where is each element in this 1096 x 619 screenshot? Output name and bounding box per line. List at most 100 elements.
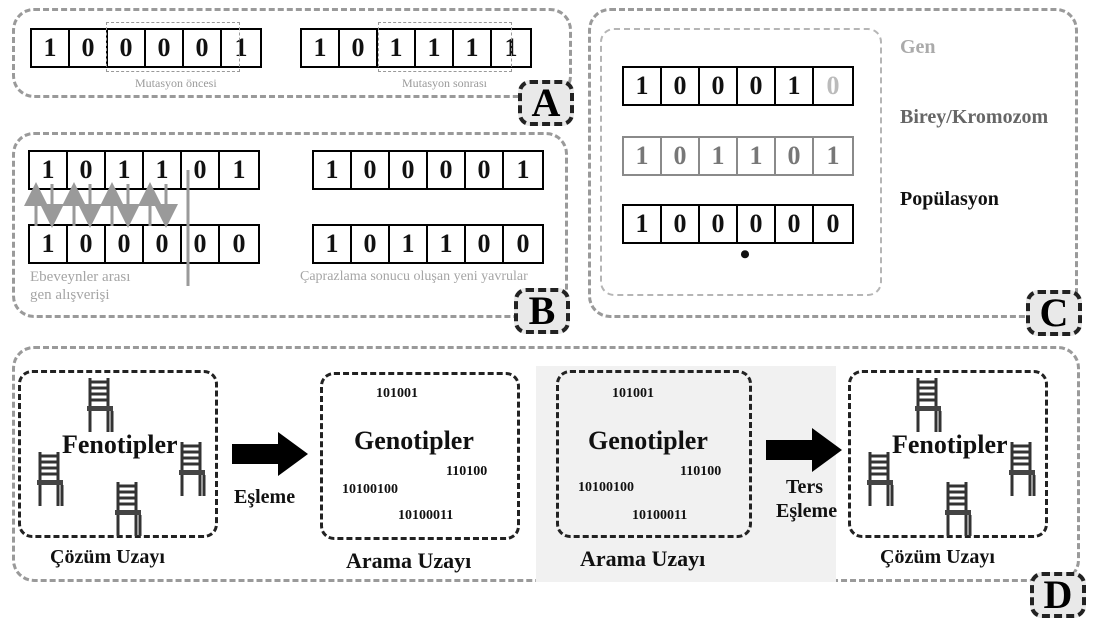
chair-icon bbox=[915, 378, 942, 432]
gene-cell: 0 bbox=[108, 30, 146, 66]
gene-cell: 0 bbox=[738, 68, 776, 104]
gene-cell: 0 bbox=[700, 68, 738, 104]
gene-cell: 0 bbox=[352, 226, 390, 262]
gene-cell: 1 bbox=[624, 206, 662, 242]
gene-cell: 1 bbox=[144, 152, 182, 188]
search-space-label-right: Arama Uzayı bbox=[580, 546, 706, 571]
gene-cell: 1 bbox=[700, 138, 738, 174]
population-inner-frame bbox=[600, 28, 882, 296]
gene-cell: 0 bbox=[738, 206, 776, 242]
caption-gene-exchange-1: Ebeveynler arası bbox=[30, 269, 131, 285]
gene-cell: 1 bbox=[624, 138, 662, 174]
gene-cell: 1 bbox=[826, 141, 840, 170]
gene-cell: 1 bbox=[428, 226, 466, 262]
gene-cell: 1 bbox=[302, 30, 340, 66]
chair-icon bbox=[87, 378, 114, 432]
gene-cell: 0 bbox=[352, 152, 390, 188]
gene-cell: 0 bbox=[776, 206, 814, 242]
gene-cell: 0 bbox=[70, 30, 108, 66]
right-arrow-icon bbox=[232, 432, 308, 476]
chair-icon bbox=[37, 452, 64, 506]
gene-cell: 1 bbox=[30, 152, 68, 188]
gene-cell: 0 bbox=[466, 226, 504, 262]
gene-cell: 1 bbox=[314, 152, 352, 188]
genotype-code-8: 10100011 bbox=[632, 508, 688, 523]
genotype-code-4: 10100011 bbox=[398, 508, 454, 523]
gene-cell: 0 bbox=[516, 229, 530, 258]
gene-cell: 1 bbox=[314, 226, 352, 262]
gene-cell: 1 bbox=[516, 155, 530, 184]
chair-icon bbox=[1009, 442, 1036, 496]
reverse-mapping-label-2: Eşleme bbox=[776, 500, 838, 522]
caption-after-mutation: Mutasyon sonrası bbox=[402, 76, 487, 90]
panel-c-population bbox=[588, 8, 1078, 318]
label-gene: Gen bbox=[900, 36, 936, 58]
chair-icon bbox=[115, 482, 142, 536]
gene-cell: 1 bbox=[32, 30, 70, 66]
solution-space-label-left: Çözüm Uzayı bbox=[50, 546, 165, 568]
gene-cell: 0 bbox=[662, 68, 700, 104]
panel-d-tag: D bbox=[1030, 572, 1086, 618]
gene-cell: 1 bbox=[234, 33, 248, 62]
gene-cell: 1 bbox=[624, 68, 662, 104]
genotype-code-1: 101001 bbox=[376, 386, 418, 401]
panel-b-tag: B bbox=[514, 288, 570, 334]
gene-cell: 1 bbox=[454, 30, 492, 66]
gene-cell: 0 bbox=[182, 152, 220, 188]
genotypes-label-right: Genotipler bbox=[588, 426, 708, 455]
solution-space-box-left bbox=[18, 370, 218, 538]
panel-c-tag: C bbox=[1026, 290, 1082, 336]
gene-cell: 1 bbox=[30, 226, 68, 262]
genotypes-label-left: Genotipler bbox=[354, 426, 474, 455]
population-ellipsis: • bbox=[739, 238, 751, 271]
panel-a-mutation bbox=[12, 8, 572, 98]
gene-cell: 0 bbox=[466, 152, 504, 188]
caption-before-mutation: Mutasyon öncesi bbox=[135, 76, 217, 90]
chair-icon bbox=[179, 442, 206, 496]
gene-cell: 1 bbox=[378, 30, 416, 66]
gene-cell: 0 bbox=[68, 226, 106, 262]
inverse-mapping-background bbox=[536, 366, 836, 582]
mutation-region-after bbox=[378, 22, 512, 72]
gene-cell: 0 bbox=[340, 30, 378, 66]
genotype-code-5: 101001 bbox=[612, 386, 654, 401]
genotype-code-3: 10100100 bbox=[342, 482, 398, 497]
label-chromosome: Birey/Kromozom bbox=[900, 106, 1049, 128]
chair-icon bbox=[867, 452, 894, 506]
gene-cell: 0 bbox=[68, 152, 106, 188]
phenotypes-label-left: Fenotipler bbox=[62, 430, 178, 459]
gene-cell: 0 bbox=[826, 71, 840, 100]
gene-cell: 0 bbox=[662, 206, 700, 242]
gene-cell: 0 bbox=[776, 138, 814, 174]
mutation-region-before bbox=[106, 22, 240, 72]
gene-cell: 0 bbox=[662, 138, 700, 174]
gene-cell: 1 bbox=[776, 68, 814, 104]
solution-space-label-right: Çözüm Uzayı bbox=[880, 546, 995, 568]
gene-cell: 0 bbox=[182, 226, 220, 262]
mapping-label: Eşleme bbox=[234, 486, 296, 508]
gene-cell: 0 bbox=[428, 152, 466, 188]
gene-cell: 1 bbox=[390, 226, 428, 262]
gene-cell: 1 bbox=[232, 155, 246, 184]
solution-space-box-right bbox=[848, 370, 1048, 538]
gene-cell: 0 bbox=[390, 152, 428, 188]
gene-cell: 1 bbox=[416, 30, 454, 66]
genotype-code-2: 110100 bbox=[446, 464, 488, 479]
gene-cell: 1 bbox=[106, 152, 144, 188]
phenotypes-label-right: Fenotipler bbox=[892, 430, 1008, 459]
genotype-code-6: 110100 bbox=[680, 464, 722, 479]
chair-icon bbox=[945, 482, 972, 536]
search-space-label-left: Arama Uzayı bbox=[346, 548, 472, 573]
reverse-mapping-label-1: Ters bbox=[786, 476, 824, 498]
gene-cell: 0 bbox=[184, 30, 222, 66]
right-arrow-icon bbox=[766, 428, 842, 472]
search-space-box-left bbox=[320, 372, 520, 540]
genotype-code-7: 10100100 bbox=[578, 480, 634, 495]
